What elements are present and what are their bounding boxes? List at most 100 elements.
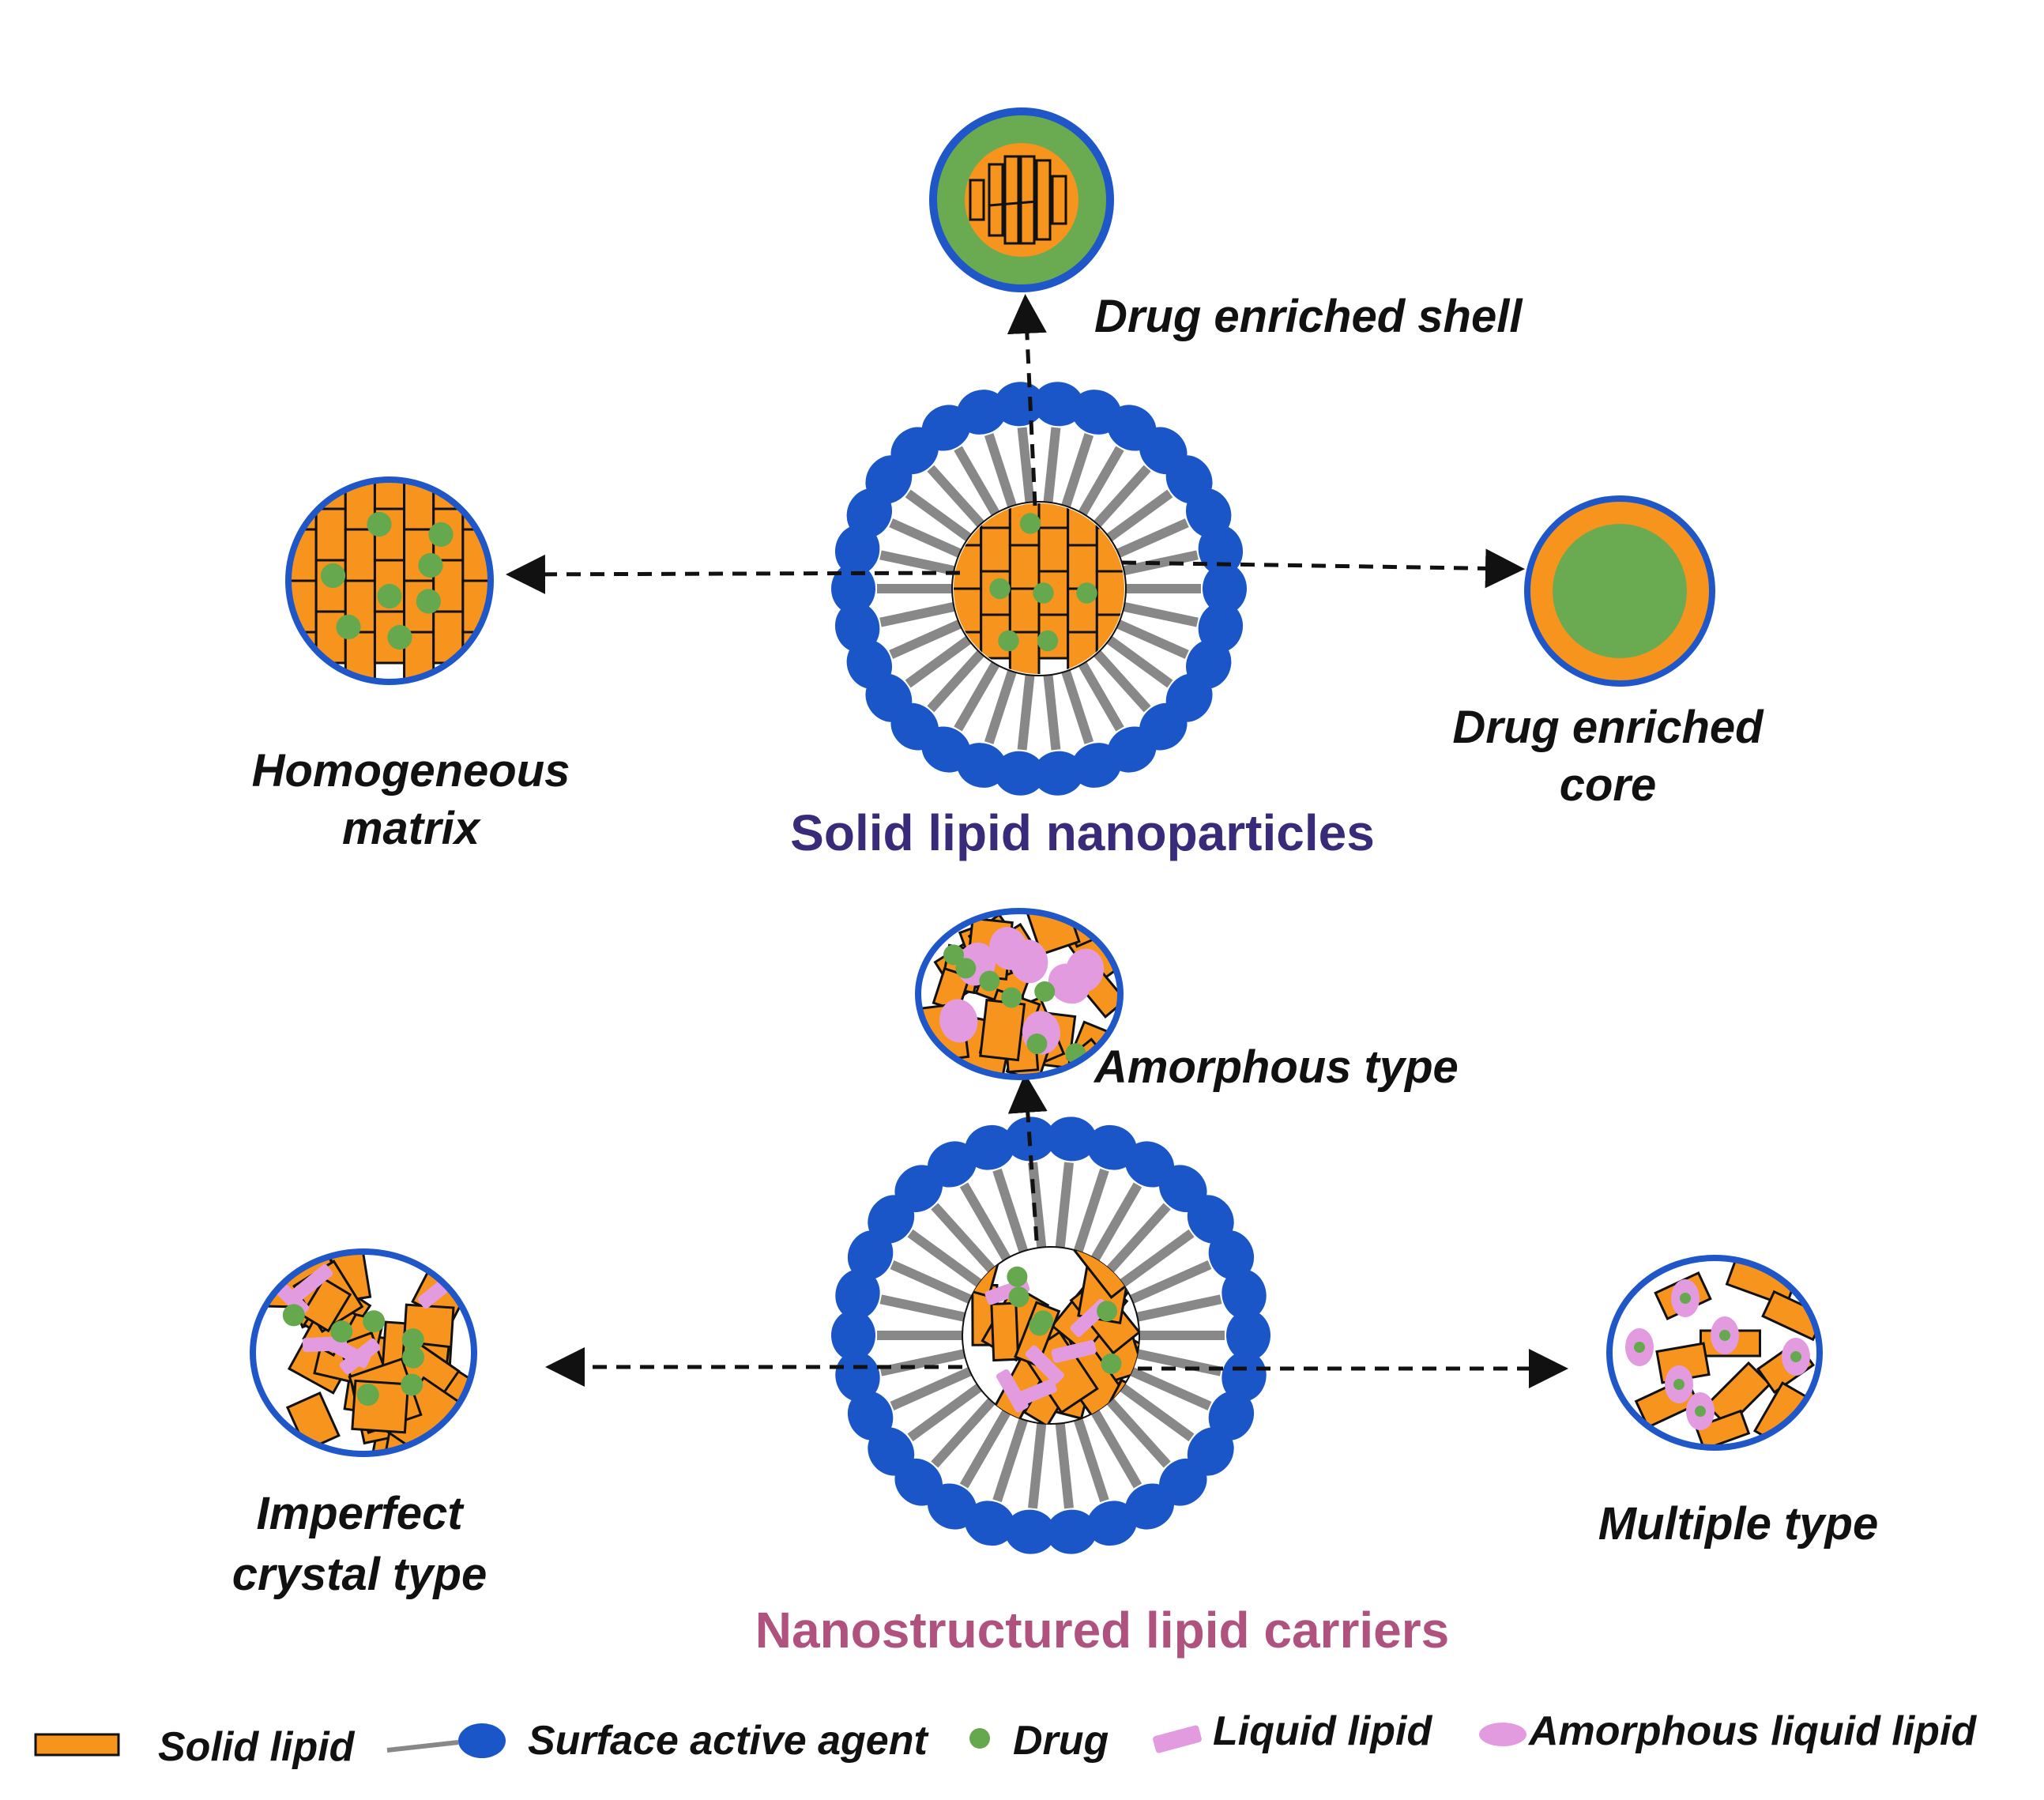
- surfactant-head: [834, 602, 880, 653]
- solid-lipid-block: [980, 526, 1011, 573]
- surfactant-tail: [1123, 550, 1199, 575]
- liquid-lipid-piece: [326, 1337, 371, 1369]
- amorphous-liquid-lipid: [1010, 940, 1048, 984]
- surfactant-tail: [1094, 465, 1151, 528]
- drug-dot: [1673, 1379, 1685, 1390]
- legend-amorphous-liquid-lipid-label: Amorphous liquid lipid: [1527, 1708, 1977, 1754]
- drug-dot: [416, 589, 442, 614]
- surfactant-head: [847, 1391, 894, 1441]
- surfactant-tail: [1129, 1367, 1212, 1410]
- drug-dot: [1033, 582, 1054, 604]
- surfactant-head: [1046, 1117, 1097, 1162]
- surfactant-tail: [890, 1367, 973, 1410]
- surfactant-head: [1071, 743, 1122, 788]
- surfactant-head: [1226, 1310, 1270, 1361]
- surfactant-tail: [1078, 446, 1124, 516]
- arrow-to-amorphous: [1007, 1073, 1048, 1241]
- solid-lipid-block: [288, 480, 318, 531]
- surfactant-tail: [959, 1182, 1011, 1262]
- surfactant-head: [835, 1351, 880, 1402]
- label-amorphous-type: Amorphous type: [1093, 1041, 1459, 1093]
- arrow-to-homogeneous: [506, 554, 961, 594]
- nlc-title: Nanostructured lipid carriers: [755, 1602, 1449, 1659]
- surfactant-tail: [907, 1229, 982, 1288]
- solid-lipid-block: [1037, 526, 1070, 573]
- surfactant-tail: [927, 465, 984, 528]
- drug-dot: [989, 578, 1011, 600]
- surfactant-tail: [1123, 602, 1199, 627]
- amorphous-liquid-lipid: [939, 999, 978, 1043]
- solid-lipid-block: [461, 631, 491, 682]
- surfactant-tail: [954, 661, 1000, 732]
- surfactant-head: [965, 1124, 1015, 1170]
- solid-lipid-block: [1095, 570, 1124, 616]
- label-drug-enriched-shell: Drug enriched shell: [1094, 291, 1523, 342]
- nlc-central-particle: [831, 1117, 1270, 1554]
- surfactant-tail: [905, 635, 972, 688]
- surfactant-head: [1086, 1124, 1137, 1170]
- surfactant-tail: [959, 1409, 1011, 1489]
- surfactant-head: [994, 382, 1045, 427]
- legend-surfactant-head: [458, 1723, 506, 1758]
- surfactant-tail: [890, 1260, 973, 1304]
- drug-dot: [1680, 1293, 1691, 1304]
- surfactant-head: [1222, 1351, 1267, 1402]
- drug-dot: [1719, 1330, 1730, 1341]
- drug-dot: [356, 1384, 379, 1406]
- surfactant-tail: [1090, 1409, 1142, 1489]
- multiple-type-particle: [1606, 1255, 1823, 1451]
- surfactant-head: [1033, 751, 1084, 796]
- drug-dot: [1634, 1342, 1645, 1353]
- liquid-lipid-piece: [1012, 1379, 1057, 1407]
- solid-lipid-outline: [988, 163, 1004, 237]
- surfactant-head: [868, 1427, 915, 1476]
- surfactant-tail: [1116, 619, 1189, 659]
- legend-drug-dot: [969, 1728, 990, 1749]
- legend-liquid-lipid-label: Liquid lipid: [1213, 1708, 1433, 1754]
- surfactant-head: [831, 563, 875, 614]
- surfactant-tail: [1136, 1349, 1222, 1376]
- solid-lipid-block: [461, 480, 491, 531]
- solid-lipid-block: [300, 1277, 352, 1333]
- drug-dot: [998, 630, 1019, 652]
- solid-lipid-outline: [1019, 155, 1036, 245]
- drug-dot: [1034, 981, 1056, 1002]
- arrow-to-shell: [1007, 294, 1047, 506]
- legend-surface-active-agent-label: Surface active agent: [528, 1718, 929, 1764]
- drug-dot: [428, 522, 454, 548]
- surfactant-tail: [992, 1168, 1029, 1253]
- surfactant-head: [835, 1269, 880, 1320]
- surfactant-tail: [954, 446, 1000, 516]
- drug-dot: [387, 624, 412, 650]
- surfactant-tail: [879, 1294, 966, 1322]
- surfactant-head: [1033, 382, 1084, 427]
- drug-dot: [320, 563, 346, 589]
- surfactant-tail: [889, 619, 962, 659]
- legend-solid-lipid-label: Solid lipid: [158, 1724, 356, 1770]
- label-multiple-type: Multiple type: [1598, 1498, 1878, 1550]
- surfactant-tail: [1061, 669, 1094, 744]
- surfactant-tail: [1106, 489, 1173, 542]
- drug-dot: [330, 1320, 353, 1343]
- solid-lipid-outline: [1003, 155, 1020, 245]
- solid-lipid-outline: [1051, 175, 1067, 225]
- label-homogeneous-line1: Homogeneous: [252, 745, 570, 796]
- surfactant-head: [1208, 1391, 1255, 1441]
- liquid-lipid-piece: [1051, 1339, 1097, 1363]
- drug-dot: [1101, 1353, 1122, 1374]
- surfactant-tail: [984, 433, 1017, 508]
- surfactant-head: [965, 1501, 1015, 1546]
- drug-dot: [955, 958, 977, 979]
- drug-enriched-shell-particle: [929, 107, 1114, 292]
- surfactant-tail: [931, 1398, 996, 1468]
- legend-amorphous-liquid-lipid-swatch: [1479, 1723, 1526, 1746]
- drug-dot: [1076, 582, 1097, 604]
- surfactant-tail: [1055, 1162, 1074, 1248]
- nlc-arrows: [545, 1073, 1568, 1388]
- label-imperfect-line1: Imperfect: [256, 1488, 465, 1539]
- surfactant-tail: [1136, 1294, 1222, 1322]
- surfactant-tail: [1028, 1422, 1047, 1509]
- drug-dot: [377, 583, 402, 609]
- surfactant-tail: [1073, 1168, 1109, 1253]
- solid-lipid-outline: [969, 179, 985, 221]
